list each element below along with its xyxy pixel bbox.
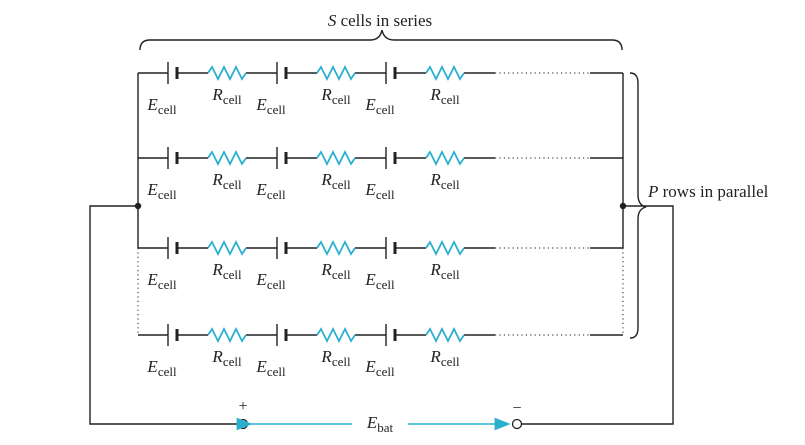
cell-resistance-label: Rcell: [320, 85, 351, 107]
cell-emf-label: Ecell: [255, 357, 286, 379]
resistor-zigzag: [316, 239, 356, 257]
resistor-zigzag: [207, 64, 247, 82]
cell-resistance-label: Rcell: [429, 347, 460, 369]
cell-emf-label: Ecell: [255, 180, 286, 202]
resistor-zigzag: [316, 326, 356, 344]
resistor: Rcell: [207, 64, 247, 107]
resistor: Rcell: [207, 326, 247, 369]
resistor: Rcell: [425, 149, 465, 192]
battery-cell: Ecell: [364, 147, 397, 202]
battery-cell: Ecell: [364, 324, 397, 379]
positive-sign: +: [238, 398, 247, 415]
battery-cell: Ecell: [146, 237, 179, 292]
battery-cell: Ecell: [255, 62, 288, 117]
cell-row: Ecell Rcell Ecell Rcell Ecell Rcell: [138, 62, 623, 117]
battery-cell: Ecell: [364, 237, 397, 292]
cell-resistance-label: Rcell: [429, 85, 460, 107]
resistor-zigzag: [425, 239, 465, 257]
battery-cell: Ecell: [255, 237, 288, 292]
parallel-brace: [629, 72, 647, 339]
cell-resistance-label: Rcell: [320, 260, 351, 282]
cell-emf-label: Ecell: [255, 95, 286, 117]
positive-terminal: [237, 418, 249, 430]
cell-emf-label: Ecell: [146, 270, 177, 292]
cell-resistance-label: Rcell: [211, 347, 242, 369]
cell-row: Ecell Rcell Ecell Rcell Ecell Rcell: [138, 324, 623, 379]
series-label: S cells in series: [328, 11, 432, 30]
battery-cell: Ecell: [146, 324, 179, 379]
resistor: Rcell: [425, 326, 465, 369]
resistor-zigzag: [316, 149, 356, 167]
cell-emf-label: Ecell: [364, 270, 395, 292]
cell-resistance-label: Rcell: [211, 260, 242, 282]
resistor-zigzag: [425, 149, 465, 167]
resistor: Rcell: [207, 149, 247, 192]
cell-emf-label: Ecell: [364, 357, 395, 379]
resistor: Rcell: [316, 239, 356, 282]
battery-cell: Ecell: [255, 324, 288, 379]
series-brace: [139, 29, 623, 51]
resistor: Rcell: [316, 326, 356, 369]
cell-resistance-label: Rcell: [211, 170, 242, 192]
cell-resistance-label: Rcell: [429, 260, 460, 282]
cell-row: Ecell Rcell Ecell Rcell Ecell Rcell: [138, 237, 623, 292]
resistor-zigzag: [425, 64, 465, 82]
cell-resistance-label: Rcell: [211, 85, 242, 107]
resistor-zigzag: [207, 326, 247, 344]
battery-cell: Ecell: [146, 147, 179, 202]
negative-terminal: [511, 418, 523, 430]
resistor-zigzag: [316, 64, 356, 82]
battery-cell: Ecell: [146, 62, 179, 117]
resistor-zigzag: [207, 149, 247, 167]
ebat-label: Ebat: [366, 413, 394, 435]
cell-emf-label: Ecell: [146, 95, 177, 117]
cell-resistance-label: Rcell: [320, 170, 351, 192]
cell-emf-label: Ecell: [146, 180, 177, 202]
cell-emf-label: Ecell: [146, 357, 177, 379]
resistor: Rcell: [425, 239, 465, 282]
resistor: Rcell: [316, 64, 356, 107]
resistor: Rcell: [316, 149, 356, 192]
resistor: Rcell: [425, 64, 465, 107]
resistor-zigzag: [207, 239, 247, 257]
cell-resistance-label: Rcell: [429, 170, 460, 192]
cell-emf-label: Ecell: [364, 95, 395, 117]
cell-row: Ecell Rcell Ecell Rcell Ecell Rcell: [138, 147, 623, 202]
cell-resistance-label: Rcell: [320, 347, 351, 369]
outer-loop-left: [89, 205, 238, 425]
resistor: Rcell: [207, 239, 247, 282]
negative-sign: −: [512, 400, 521, 417]
parallel-label: P rows in parallel: [647, 182, 769, 201]
resistor-zigzag: [425, 326, 465, 344]
battery-cell: Ecell: [255, 147, 288, 202]
cell-emf-label: Ecell: [364, 180, 395, 202]
battery-cell: Ecell: [364, 62, 397, 117]
outer-loop-right: [522, 205, 674, 425]
cell-emf-label: Ecell: [255, 270, 286, 292]
